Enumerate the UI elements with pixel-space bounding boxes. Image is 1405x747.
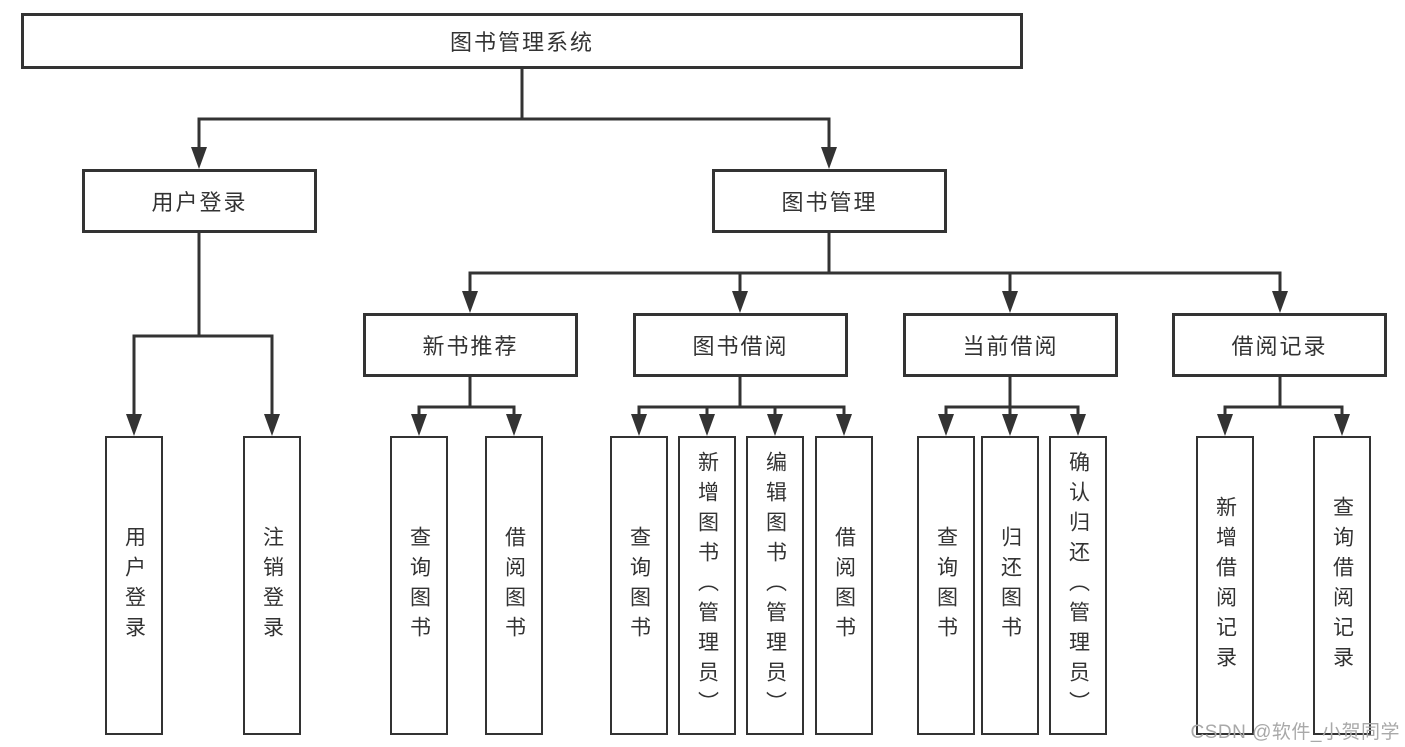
node-current-borrow: 当前借阅 [903, 313, 1118, 377]
node-user-login-label: 用户登录 [151, 190, 248, 215]
node-root-label: 图书管理系统 [449, 30, 594, 55]
node-root: 图书管理系统 [21, 13, 1023, 69]
node-user-login: 用户登录 [82, 169, 317, 233]
leaf-logout: 注销登录 [243, 436, 301, 735]
leaf-records-add-record: 新增借阅记录 [1196, 436, 1254, 735]
node-current-borrow-label: 当前借阅 [962, 334, 1059, 359]
leaf-records-query-record: 查询借阅记录 [1313, 436, 1371, 735]
leaf-current-return-books: 归还图书 [981, 436, 1039, 735]
node-book-borrow: 图书借阅 [633, 313, 848, 377]
node-borrow-records: 借阅记录 [1172, 313, 1387, 377]
leaf-borrow-add-books-admin: 新增图书（管理员） [678, 436, 736, 735]
leaf-recommend-borrow-books: 借阅图书 [485, 436, 543, 735]
csdn-watermark: CSDN @软件_小贺同学 [1190, 722, 1400, 743]
leaf-current-query-books: 查询图书 [917, 436, 975, 735]
leaf-borrow-edit-books-admin: 编辑图书（管理员） [746, 436, 804, 735]
leaf-recommend-query-books: 查询图书 [390, 436, 448, 735]
node-book-management: 图书管理 [712, 169, 947, 233]
node-book-borrow-label: 图书借阅 [692, 334, 789, 359]
leaf-borrow-query-books: 查询图书 [610, 436, 668, 735]
node-book-management-label: 图书管理 [781, 190, 878, 215]
leaf-current-confirm-return-admin: 确认归还（管理员） [1049, 436, 1107, 735]
node-borrow-records-label: 借阅记录 [1231, 334, 1328, 359]
node-new-book-recommend: 新书推荐 [363, 313, 578, 377]
leaf-borrow-borrow-books: 借阅图书 [815, 436, 873, 735]
leaf-user-login: 用户登录 [105, 436, 163, 735]
node-new-book-recommend-label: 新书推荐 [422, 334, 519, 359]
